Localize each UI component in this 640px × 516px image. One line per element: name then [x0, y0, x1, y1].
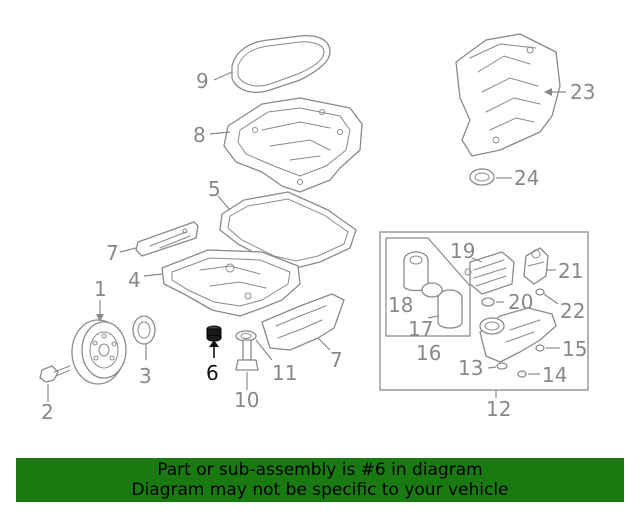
part-18-filter-cap[interactable]	[403, 251, 429, 292]
callout-19[interactable]: 19	[450, 239, 475, 263]
part-filter-housing[interactable]	[479, 307, 557, 363]
part-8-upper-oil-pan[interactable]	[223, 97, 363, 193]
arrow-1	[96, 314, 104, 322]
callout-1[interactable]: 1	[94, 277, 107, 301]
part-13-o-ring[interactable]	[496, 362, 508, 370]
callout-18[interactable]: 18	[388, 293, 413, 317]
part-15-o-ring[interactable]	[535, 344, 545, 352]
leader-4	[143, 273, 163, 277]
part-10-drain-plug[interactable]	[235, 339, 259, 371]
callout-3[interactable]: 3	[139, 364, 152, 388]
part-23-intake-manifold[interactable]	[455, 33, 561, 157]
callout-8[interactable]: 8	[193, 123, 206, 147]
part-2-bolt[interactable]	[39, 365, 71, 383]
part-21-sensor[interactable]	[523, 247, 549, 285]
callout-10[interactable]: 10	[234, 388, 259, 412]
part-5-gasket[interactable]	[219, 191, 357, 269]
leader-9	[213, 71, 233, 81]
part-24-gasket[interactable]	[469, 168, 495, 186]
callout-24[interactable]: 24	[514, 166, 539, 190]
leader-5	[217, 195, 231, 211]
arrow-23	[544, 88, 552, 96]
group-16-box[interactable]	[385, 237, 471, 337]
callout-21[interactable]: 21	[558, 259, 583, 283]
leader-17	[427, 315, 439, 319]
part-22-o-ring[interactable]	[535, 288, 545, 296]
part-3-seal[interactable]	[132, 315, 156, 345]
part-4-lower-oil-pan[interactable]	[161, 249, 301, 317]
leader-8	[209, 131, 231, 135]
callout-13[interactable]: 13	[458, 356, 483, 380]
info-banner: Part or sub-assembly is #6 in diagram Di…	[16, 458, 624, 502]
group-12-box[interactable]	[379, 231, 589, 391]
part-20-o-ring[interactable]	[481, 297, 495, 307]
banner-line-1: Part or sub-assembly is #6 in diagram	[157, 460, 483, 480]
callout-11[interactable]: 11	[272, 361, 297, 385]
leader-19	[471, 257, 483, 263]
callout-7b[interactable]: 7	[330, 348, 343, 372]
leader-11	[255, 339, 273, 361]
banner-line-2: Diagram may not be specific to your vehi…	[131, 480, 509, 500]
callout-9[interactable]: 9	[196, 69, 209, 93]
callout-4[interactable]: 4	[128, 268, 141, 292]
callout-6[interactable]: 6	[206, 361, 219, 385]
callout-7a[interactable]: 7	[106, 241, 119, 265]
callout-5[interactable]: 5	[208, 177, 221, 201]
part-14-o-ring[interactable]	[517, 370, 527, 378]
part-7-baffle-lower[interactable]	[261, 293, 345, 351]
leader-13	[487, 366, 497, 369]
part-6-highlighted[interactable]	[206, 325, 222, 342]
callout-12[interactable]: 12	[486, 397, 511, 421]
part-9-gasket[interactable]	[231, 34, 331, 93]
part-17-filter-element[interactable]	[421, 282, 463, 329]
callout-23[interactable]: 23	[570, 80, 595, 104]
callout-15[interactable]: 15	[562, 337, 587, 361]
arrow-6	[209, 340, 219, 347]
part-7-baffle-upper[interactable]	[135, 221, 199, 257]
callout-16[interactable]: 16	[416, 341, 441, 365]
leader-7b	[317, 337, 331, 351]
part-1-pulley[interactable]	[71, 319, 127, 385]
leader-22	[543, 293, 559, 305]
callout-2[interactable]: 2	[41, 400, 54, 424]
callout-17[interactable]: 17	[408, 317, 433, 341]
leader-7a	[119, 247, 137, 253]
callout-14[interactable]: 14	[542, 363, 567, 387]
part-19-oil-cooler[interactable]	[464, 251, 515, 295]
callout-22[interactable]: 22	[560, 299, 585, 323]
